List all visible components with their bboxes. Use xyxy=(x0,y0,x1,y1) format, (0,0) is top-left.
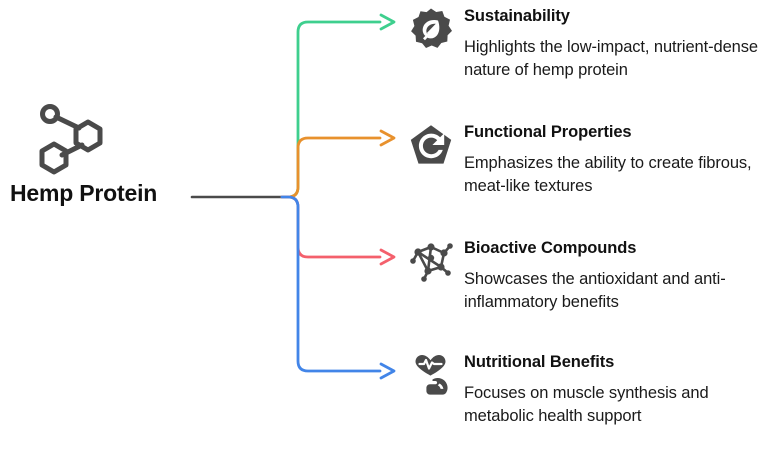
branch-description: Highlights the low-impact, nutrient-dens… xyxy=(464,38,758,79)
heart-muscle-icon xyxy=(415,355,448,395)
branch-description: Showcases the antioxidant and anti-infla… xyxy=(464,270,726,311)
branch-text-functional-properties: Functional Properties Emphasizes the abi… xyxy=(464,122,782,198)
gear-leaf-icon xyxy=(411,8,452,48)
branch-title: Bioactive Compounds xyxy=(464,239,637,257)
branch-title: Sustainability xyxy=(464,7,570,25)
branch-line-nutritional-benefits xyxy=(280,195,382,373)
branch-title: Nutritional Benefits xyxy=(464,353,615,371)
branch-arrow-functional-properties xyxy=(379,129,396,147)
branch-line-functional-properties xyxy=(280,136,382,199)
root-node: Hemp Protein xyxy=(10,100,195,215)
branch-line-bioactive-compounds xyxy=(280,195,382,259)
branch-text-bioactive-compounds: Bioactive Compounds Showcases the antiox… xyxy=(464,238,782,314)
branch-description: Focuses on muscle synthesis and metaboli… xyxy=(464,384,709,425)
branch-arrow-sustainability xyxy=(379,13,396,31)
molecule-icon xyxy=(39,104,103,175)
molecule-network-icon xyxy=(410,243,453,282)
branch-text-nutritional-benefits: Nutritional Benefits Focuses on muscle s… xyxy=(464,352,782,428)
branch-arrow-bioactive-compounds xyxy=(379,248,396,266)
root-label: Hemp Protein xyxy=(10,180,158,206)
branch-title: Functional Properties xyxy=(464,123,632,141)
branch-text-sustainability: Sustainability Highlights the low-impact… xyxy=(464,6,782,82)
branch-arrow-nutritional-benefits xyxy=(379,362,396,380)
branch-line-sustainability xyxy=(280,20,382,199)
pentagon-refresh-icon xyxy=(410,125,452,164)
branch-description: Emphasizes the ability to create fibrous… xyxy=(464,154,752,195)
